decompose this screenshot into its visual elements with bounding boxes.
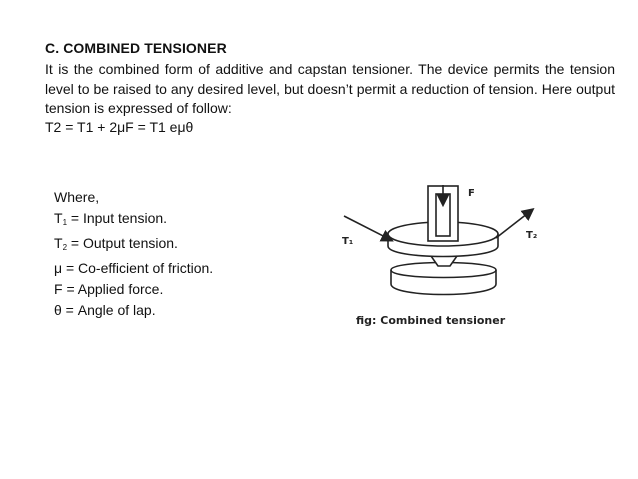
legend-item-force: F = Applied force. xyxy=(54,281,164,297)
legend-item-output-tension: T2 = Output tension. xyxy=(54,235,178,252)
figure-caption: fig: Combined tensioner xyxy=(356,314,506,327)
label-t1: T₁ xyxy=(342,236,353,247)
yarn-in xyxy=(343,215,394,242)
legend-title: Where, xyxy=(54,189,100,205)
section-paragraph: It is the combined form of additive and … xyxy=(45,61,615,116)
label-force: F xyxy=(468,188,475,199)
yarn-out xyxy=(495,208,535,239)
legend-item-friction: μ = Co-efficient of friction. xyxy=(54,260,214,276)
tension-formula: T2 = T1 + 2μF = T1 eμθ xyxy=(45,119,194,135)
label-t2: T₂ xyxy=(526,230,537,241)
variable-legend: Where, T1 = Input tension. T2 = Output t… xyxy=(54,187,213,321)
combined-tensioner-diagram: F T₁ T₂ xyxy=(336,180,556,305)
section-heading: C. COMBINED TENSIONER xyxy=(45,40,227,56)
legend-item-angle: θ = Angle of lap. xyxy=(54,302,156,318)
lower-disc xyxy=(390,261,497,296)
legend-item-input-tension: T1 = Input tension. xyxy=(54,210,168,227)
